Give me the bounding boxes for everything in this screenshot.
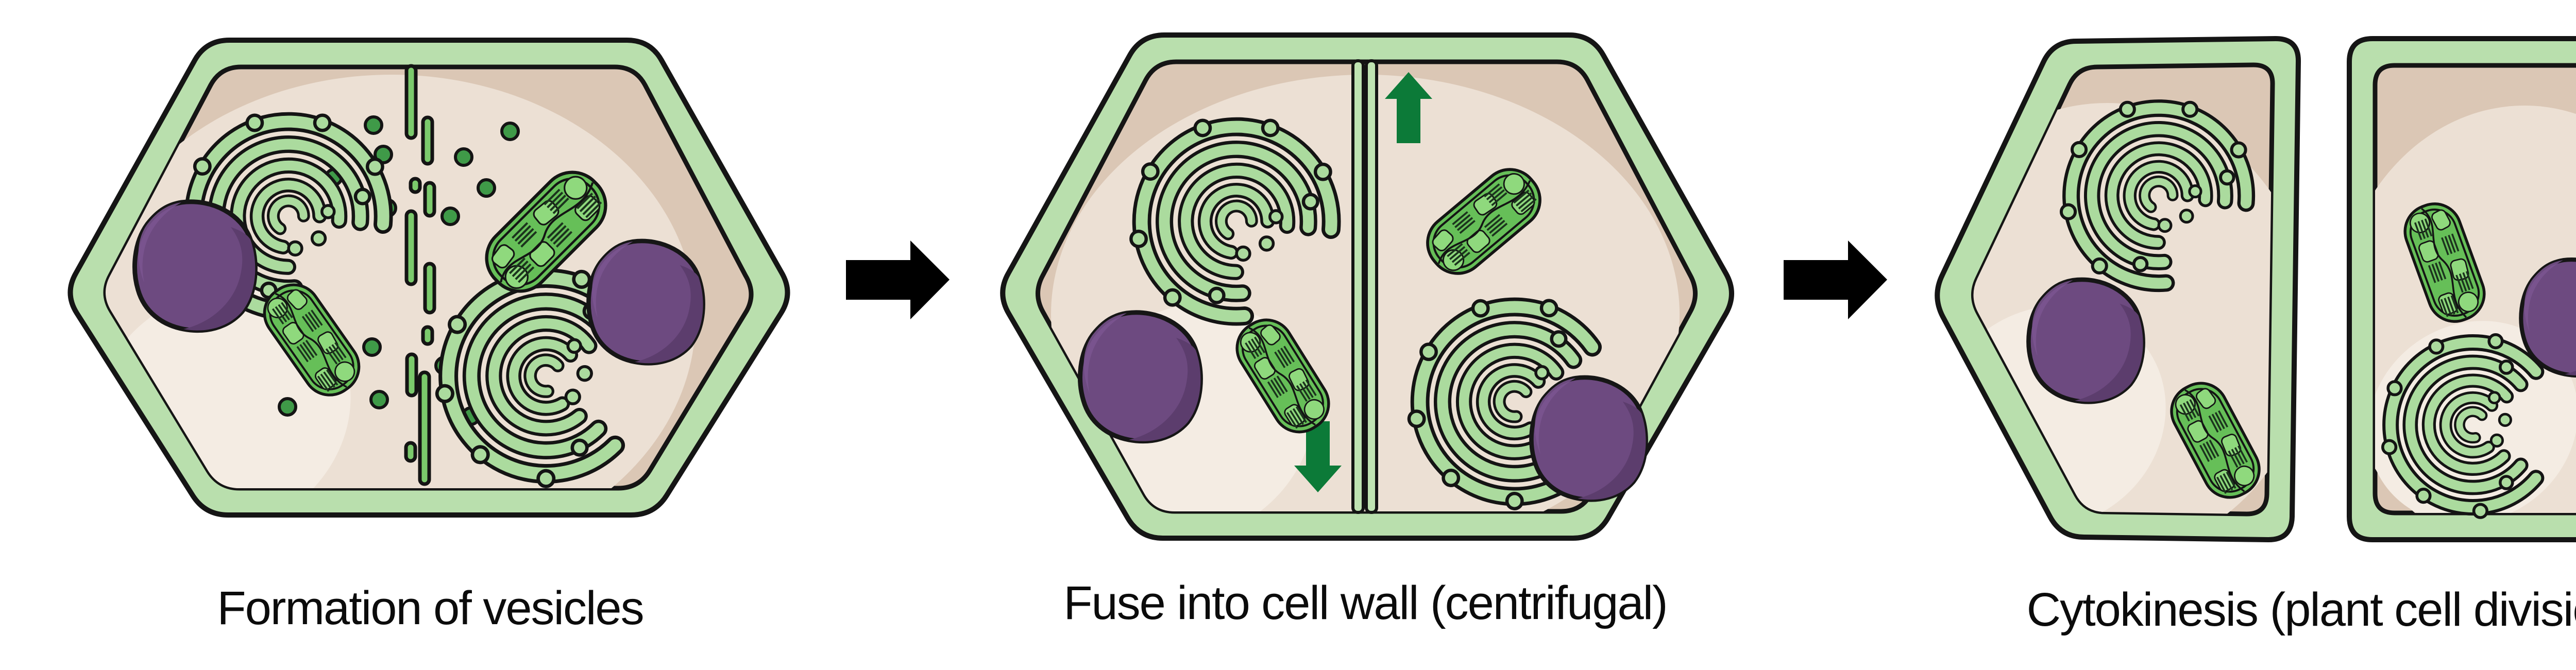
stage1-label: Formation of vesicles [217, 582, 643, 634]
nucleus-icon [588, 241, 703, 363]
stage3-cytokinesis: Cytokinesis (plant cell division) [1935, 36, 2576, 636]
step-arrow-icon [846, 240, 950, 319]
cell-plate [1351, 59, 1378, 514]
daughter-cell-right [2347, 36, 2576, 542]
daughter-cell-left [1935, 36, 2301, 543]
nucleus-icon [135, 202, 256, 331]
nucleus-icon [2028, 280, 2143, 402]
growth-arrow-down-icon [1294, 421, 1342, 492]
vesicle-bars-forming-plate [404, 64, 436, 486]
growth-arrow-up-icon [1385, 72, 1432, 143]
vesicle-dots [278, 115, 520, 426]
nucleus-icon [1080, 313, 1201, 441]
stage2-fuse-into-cell-wall: Fuse into cell wall (centrifugal) [1000, 32, 1734, 629]
stage2-label: Fuse into cell wall (centrifugal) [1063, 577, 1667, 629]
nucleus-icon [1531, 377, 1646, 500]
stage1-formation-of-vesicles: Formation of vesicles [67, 38, 790, 634]
step-arrow-icon [1784, 240, 1887, 319]
stage3-label: Cytokinesis (plant cell division) [2027, 583, 2576, 636]
